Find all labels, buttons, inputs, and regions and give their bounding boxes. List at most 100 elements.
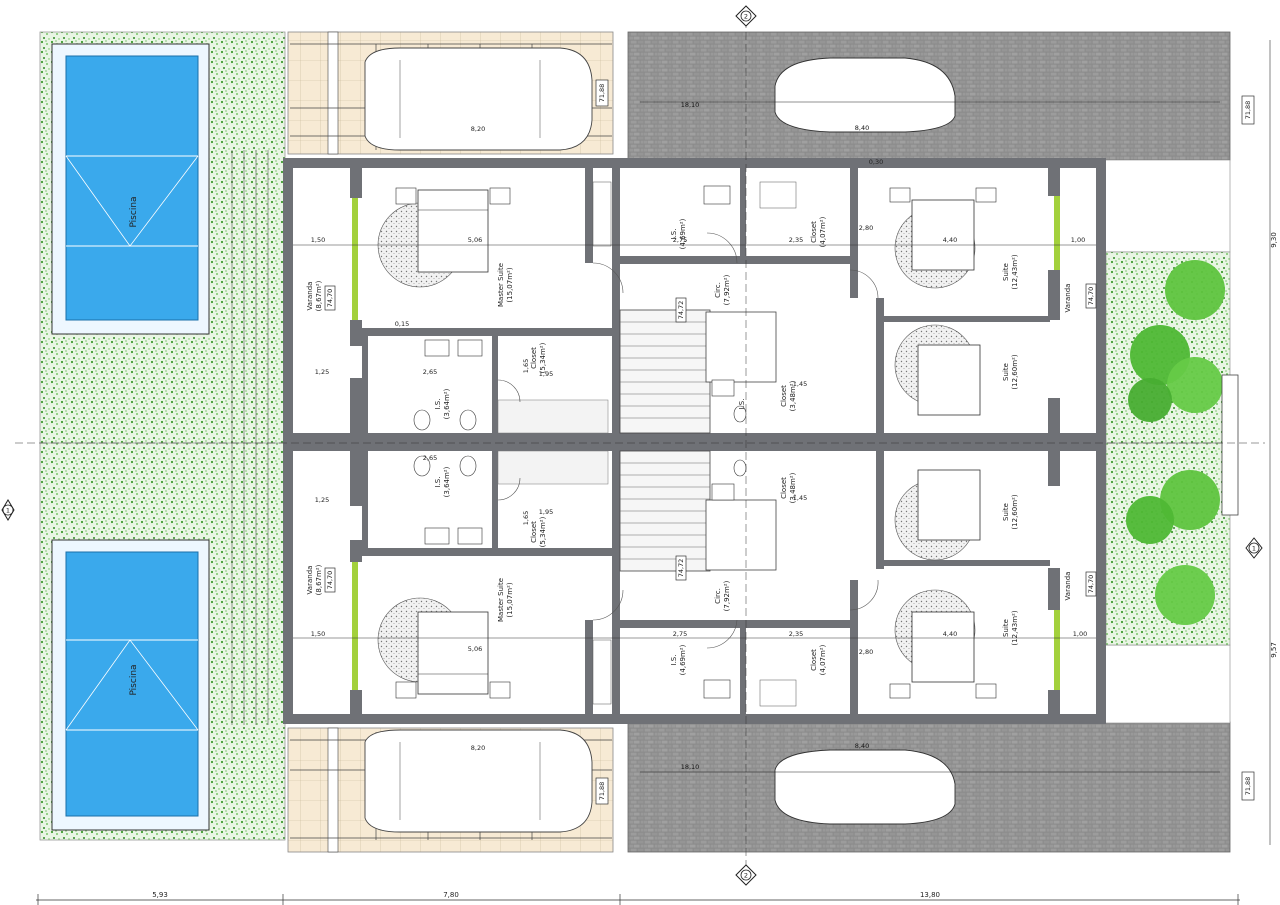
label-varanda-upper-area: (8,67m²): [315, 280, 323, 311]
label-closet-bottom: Closet: [810, 649, 818, 671]
driveway-upper: 18,10 8,40 71,88: [627, 31, 1255, 161]
label-closet-right-lower: Closet: [780, 477, 788, 499]
pool-upper: Piscina: [51, 43, 210, 335]
label-varanda-lower: Varanda: [306, 566, 314, 595]
dim-125-bot: 1,25: [315, 496, 329, 504]
dim-275-top: 2,75: [673, 236, 687, 244]
dim-165-bot: 1,65: [522, 511, 530, 525]
label-varanda-upper: Varanda: [306, 282, 314, 311]
room-labels-lower: Varanda (8,67m²) 74,70 Master Suite (15,…: [306, 466, 1097, 675]
dim-1810-top: 18,10: [681, 101, 700, 109]
label-circ-lower: Circ.: [714, 588, 722, 604]
dim-165-top: 1,65: [522, 359, 530, 373]
label-varanda-right-upper: Varanda: [1064, 284, 1072, 313]
dim-right-1: 9,30: [1270, 232, 1278, 248]
right-entry-lower: [1099, 644, 1231, 724]
tag-upper-center: 74,72: [677, 301, 685, 320]
label-master-suite-lower: Master Suite: [497, 578, 505, 622]
label-suite-right-mid-lower: Suite: [1002, 503, 1010, 521]
label-ls-left-lower-area: (3,64m²): [443, 466, 451, 497]
label-master-suite-upper: Master Suite: [497, 263, 505, 307]
label-suite-right-top: Suite: [1002, 263, 1010, 281]
dim-840-top: 8,40: [855, 124, 869, 132]
label-suite-right-mid-upper: Suite: [1002, 363, 1010, 381]
dim-235-bot: 2,35: [789, 630, 803, 638]
label-ls-bottom-area: (4,69m²): [679, 644, 687, 675]
dim-235-top: 2,35: [789, 236, 803, 244]
label-ls-right-upper: I.S.: [738, 399, 746, 410]
right-entry-upper: [1099, 159, 1231, 253]
label-suite-right-mid-upper-area: (12,60m²): [1011, 354, 1019, 389]
label-closet-left-lower-area: (5,34m²): [539, 516, 547, 547]
label-master-suite-upper-area: (15,07m²): [506, 267, 514, 302]
label-suite-right-bot-area: (12,43m²): [1011, 610, 1019, 645]
bottom-dimensions: 5,93 7,80 13,80: [36, 891, 1240, 905]
dim-280-top: 2,80: [859, 224, 873, 232]
tag-upper-left: 74,70: [326, 289, 334, 308]
level-tag-garage-bottom: 71,88: [598, 782, 606, 801]
section-marker-left: 1: [1, 499, 15, 521]
pool-lower: Piscina: [51, 539, 210, 831]
right-dimensions: 9,30 9,57: [1269, 40, 1278, 845]
dim-100-top: 1,00: [1071, 236, 1085, 244]
dim-275-bot: 2,75: [673, 630, 687, 638]
label-ls-left-lower: I.S.: [434, 477, 442, 488]
dim-820-top: 8,20: [471, 125, 485, 133]
label-ls-left-upper-area: (3,64m²): [443, 388, 451, 419]
label-ls-bottom: I.S.: [670, 655, 678, 666]
label-suite-right-mid-lower-area: (12,60m²): [1011, 494, 1019, 529]
dim-265-bot: 2,65: [423, 454, 437, 462]
garage-lower: 71,88 8,20: [287, 727, 614, 853]
dim-195-top: 1,95: [539, 370, 553, 378]
level-tag-garage-top: 71,88: [598, 84, 606, 103]
dim-150-bot: 1,50: [311, 630, 325, 638]
label-closet-right-upper: Closet: [780, 385, 788, 407]
label-varanda-lower-area: (8,67m²): [315, 564, 323, 595]
label-closet-right-lower-area: (3,48m²): [789, 472, 797, 503]
label-closet-right-upper-area: (3,48m²): [789, 380, 797, 411]
dim-030: 0,30: [869, 158, 883, 166]
label-closet-left-upper: Closet: [530, 347, 538, 369]
dim-150-top: 1,50: [311, 236, 325, 244]
dim-145-top: 1,45: [793, 380, 807, 388]
label-suite-right-bot: Suite: [1002, 619, 1010, 637]
label-closet-left-upper-area: (5,34m²): [539, 342, 547, 373]
label-closet-left-lower: Closet: [530, 521, 538, 543]
svg-text:1: 1: [6, 507, 10, 515]
label-ls-top: I.S.: [670, 229, 678, 240]
label-ls-top-area: (4,69m²): [679, 218, 687, 249]
label-circ-upper-area: (7,92m²): [723, 274, 731, 305]
dim-100-bot: 1,00: [1073, 630, 1087, 638]
pool-upper-label: Piscina: [129, 196, 139, 227]
label-circ-lower-area: (7,92m²): [723, 580, 731, 611]
driveway-lower: 18,10 8,40 71,88: [627, 721, 1255, 853]
dim-195-bot: 1,95: [539, 508, 553, 516]
section-marker-top: 2: [735, 5, 757, 27]
label-closet-top: Closet: [810, 221, 818, 243]
dim-bottom-1: 5,93: [152, 891, 168, 899]
tag-upper-right: 74,70: [1087, 287, 1095, 306]
room-labels-upper: Varanda (8,67m²) 74,70 Master Suite (15,…: [306, 216, 1097, 419]
dim-820-bot: 8,20: [471, 744, 485, 752]
svg-text:2: 2: [744, 872, 748, 880]
dim-506-top: 5,06: [468, 236, 482, 244]
section-marker-bottom: 2: [735, 864, 757, 886]
dim-440-top: 4,40: [943, 236, 957, 244]
section-marker-right: 1: [1245, 537, 1263, 559]
dim-840-bot: 8,40: [855, 742, 869, 750]
tag-lower-left: 74,70: [326, 571, 334, 590]
dim-bottom-3: 13,80: [920, 891, 940, 899]
garage-upper: 71,88 8,20: [287, 31, 614, 155]
dim-015: 0,15: [395, 320, 409, 328]
label-closet-bottom-area: (4,07m²): [819, 644, 827, 675]
label-varanda-right-lower: Varanda: [1064, 572, 1072, 601]
dim-280-bot: 2,80: [859, 648, 873, 656]
level-tag-right-bottom: 71,88: [1244, 777, 1252, 796]
dim-right-2: 9,57: [1270, 642, 1278, 658]
dim-265-top: 2,65: [423, 368, 437, 376]
level-tag-right-top: 71,88: [1244, 101, 1252, 120]
label-circ-upper: Circ.: [714, 282, 722, 298]
dim-1810-bot: 18,10: [681, 763, 700, 771]
right-garden: [1105, 251, 1239, 646]
